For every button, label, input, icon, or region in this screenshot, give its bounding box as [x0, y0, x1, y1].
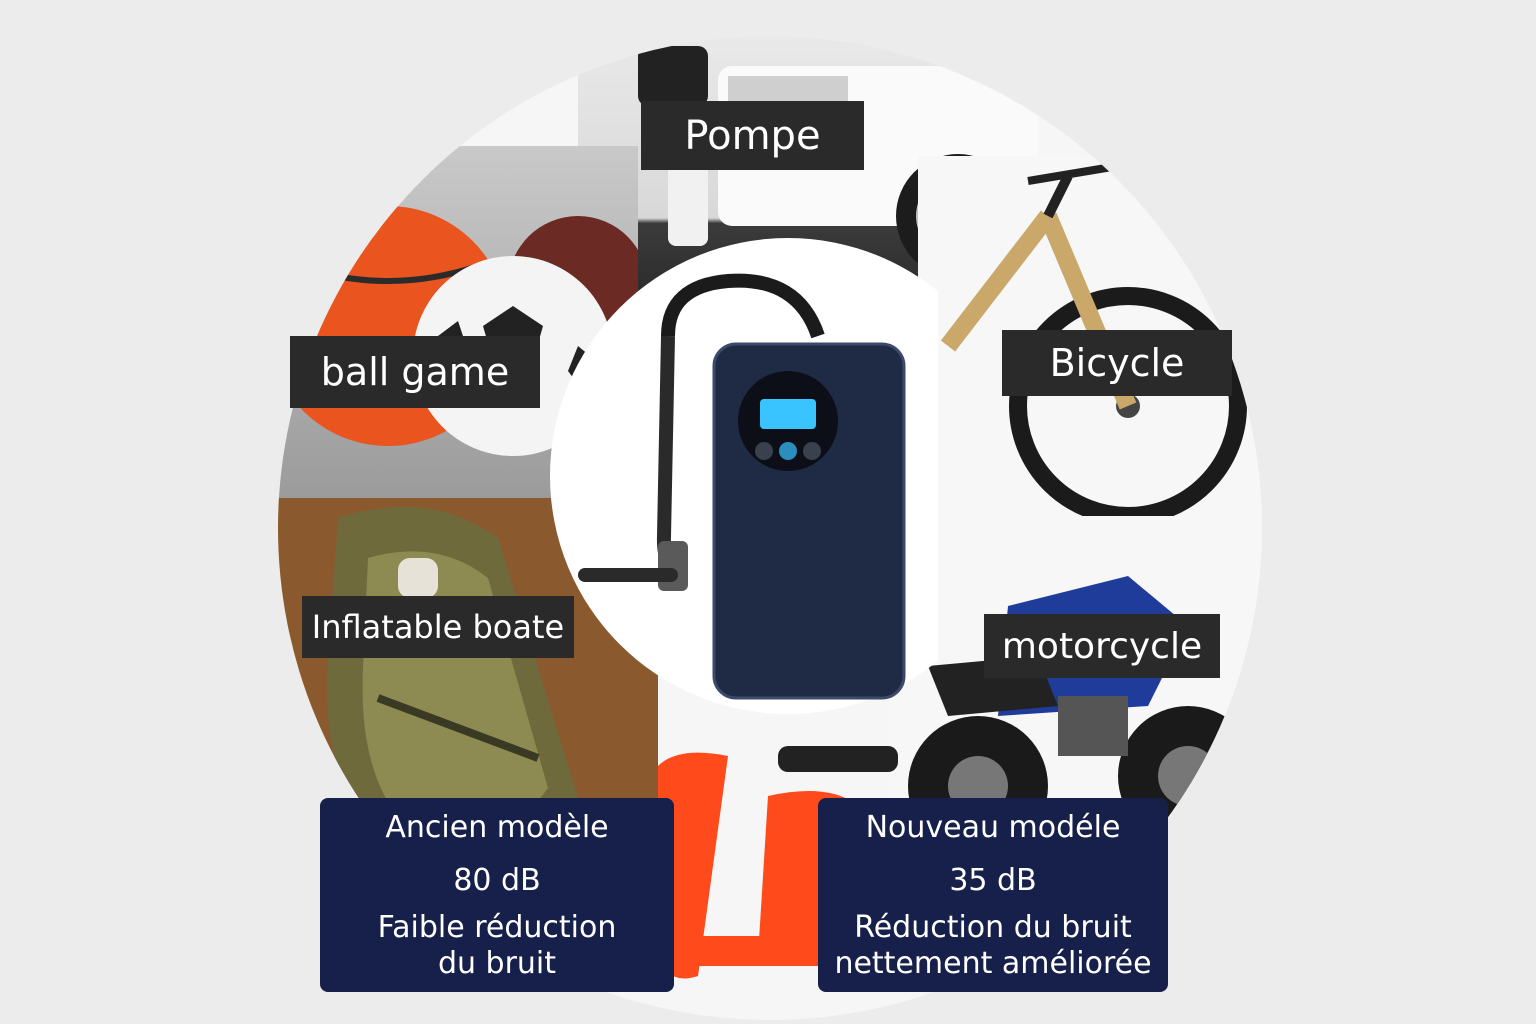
pump-button-power: [779, 442, 797, 460]
new-model-noise: 35 dB: [949, 863, 1037, 898]
old-model-desc-2: du bruit: [437, 946, 557, 981]
label-inflatable-boat: Inflatable boate: [302, 596, 574, 658]
old-model-desc-1: Faible réduction: [377, 910, 617, 945]
nozzle-icon: [658, 541, 688, 591]
air-pump-product: [550, 238, 938, 714]
new-model-desc-1: Réduction du bruit: [854, 910, 1132, 945]
old-model-noise: 80 dB: [453, 863, 541, 898]
old-model-box: Ancien modèle 80 dB Faible réduction du …: [320, 798, 674, 992]
new-model-box: Nouveau modéle 35 dB Réduction du bruit …: [818, 798, 1168, 992]
old-model-title: Ancien modèle: [385, 810, 609, 845]
new-model-title: Nouveau modéle: [865, 810, 1121, 845]
pump-screen: [760, 399, 816, 429]
label-ball-game: ball game: [290, 336, 540, 408]
label-motorcycle: motorcycle: [984, 614, 1220, 678]
new-model-desc-2: nettement améliorée: [834, 946, 1152, 981]
label-bicycle: Bicycle: [1002, 330, 1232, 396]
pump-button-left: [755, 442, 773, 460]
label-pump: Pompe: [641, 101, 864, 170]
pump-button-right: [803, 442, 821, 460]
hose: [661, 273, 825, 339]
